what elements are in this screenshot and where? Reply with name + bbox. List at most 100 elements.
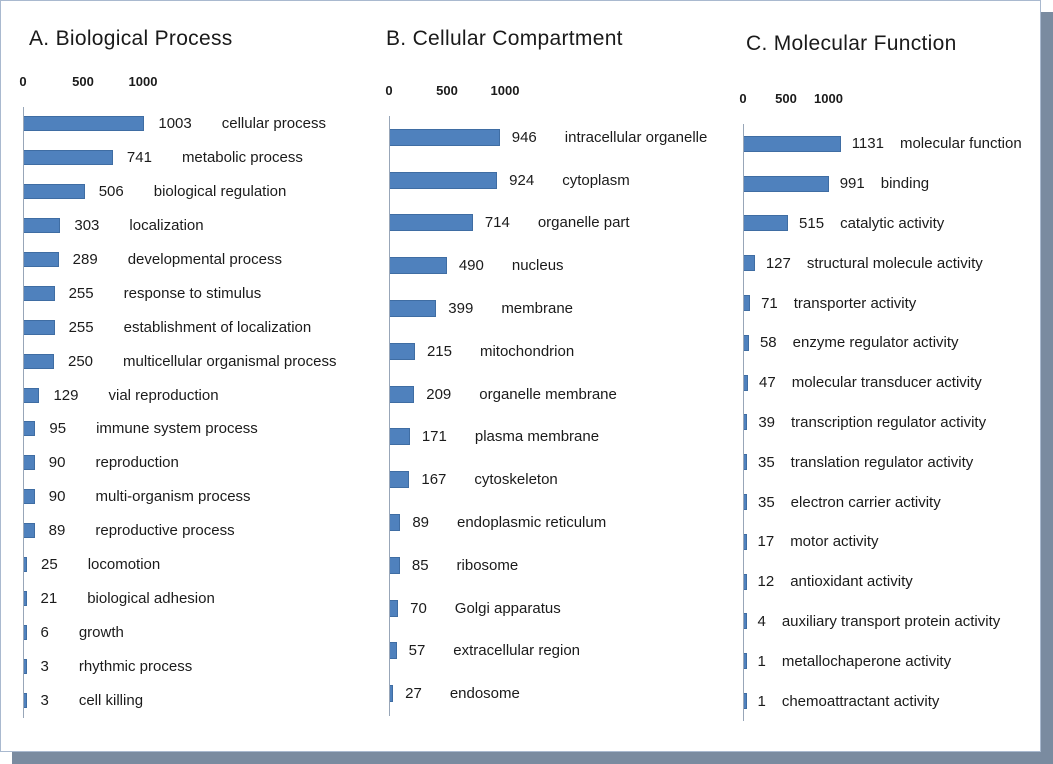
bar-value-label: 6: [40, 623, 49, 641]
bar: [744, 374, 749, 391]
bar: [390, 300, 437, 318]
bar-value-label: 714: [484, 214, 510, 232]
bar: [744, 573, 747, 590]
bar-category-label: multicellular organismal process: [123, 352, 337, 370]
bar-category-label: metallochaperone activity: [781, 652, 952, 670]
axis-tick-label: 0: [385, 83, 393, 98]
bar: [390, 257, 447, 275]
bar-value-label: 3: [40, 657, 49, 675]
bar-value-label: 1131: [851, 135, 884, 153]
bar: [24, 590, 27, 606]
bar: [744, 175, 829, 192]
bar-value-label: 89: [48, 522, 66, 540]
bar-value-label: 12: [757, 573, 775, 591]
bar-value-label: 39: [758, 413, 776, 431]
bar-value-label: 129: [53, 386, 79, 404]
bar-value-label: 90: [48, 488, 66, 506]
bar-row: 39 transcription regulator activity: [744, 403, 1022, 443]
bar-category-label: localization: [129, 217, 204, 235]
bar-category-label: enzyme regulator activity: [792, 334, 959, 352]
bar-category-label: structural molecule activity: [806, 254, 983, 272]
bar-category-label: reproductive process: [95, 522, 235, 540]
bar-value-label: 1: [757, 652, 766, 670]
bar: [744, 533, 747, 550]
bar: [24, 116, 145, 132]
bar-value-label: 57: [408, 642, 426, 660]
bar-category-label: cell killing: [78, 691, 144, 709]
bar: [390, 599, 399, 617]
bar-category-label: growth: [78, 623, 124, 641]
bar-value-label: 946: [511, 128, 537, 146]
bar: [390, 471, 410, 489]
bar: [24, 658, 27, 674]
bar-row: 95 immune system process: [24, 412, 336, 446]
bar-value-label: 21: [40, 589, 58, 607]
bar-category-label: cellular process: [221, 115, 326, 133]
bar-category-label: catalytic activity: [840, 214, 945, 232]
bar: [390, 514, 401, 532]
bar-category-label: organelle part: [537, 214, 630, 232]
bar: [744, 494, 747, 511]
bar-category-label: reproduction: [95, 454, 179, 472]
bar-category-label: biological adhesion: [87, 589, 215, 607]
bar-category-label: nucleus: [511, 257, 564, 275]
bar-category-label: immune system process: [96, 420, 258, 438]
bar-value-label: 1003: [158, 115, 192, 133]
bar-value-label: 127: [765, 254, 791, 272]
bar-value-label: 506: [98, 183, 124, 201]
bar-category-label: molecular transducer activity: [791, 374, 982, 392]
chart-title: B. Cellular Compartment: [386, 27, 623, 50]
bar: [24, 252, 59, 267]
slide-canvas: A. Biological Process 0 500 1000 1003 cel…: [0, 0, 1041, 752]
bar: [390, 214, 473, 232]
axis-tick-label: 500: [72, 74, 94, 89]
bar-category-label: metabolic process: [181, 149, 303, 167]
bar-category-label: membrane: [501, 300, 574, 318]
bar-category-label: vial reproduction: [108, 386, 219, 404]
bar-category-label: electron carrier activity: [790, 493, 941, 511]
chart-title: C. Molecular Function: [746, 32, 957, 55]
bar-category-label: chemoattractant activity: [781, 692, 940, 710]
bar: [744, 653, 747, 670]
bar: [390, 685, 394, 703]
bar-value-label: 255: [68, 318, 94, 336]
bar-value-label: 95: [49, 420, 67, 438]
bar-category-label: intracellular organelle: [564, 128, 708, 146]
bar: [744, 135, 841, 152]
bar-category-label: organelle membrane: [479, 385, 617, 403]
bar-category-label: extracellular region: [453, 642, 581, 660]
bar: [744, 215, 789, 232]
bar-category-label: endosome: [449, 685, 520, 703]
bar: [744, 414, 748, 431]
bar-value-label: 209: [426, 385, 452, 403]
bar: [24, 523, 35, 539]
bar: [24, 285, 55, 301]
bar-row: 1 metallochaperone activity: [744, 641, 1022, 681]
bar-row: 1003 cellular process: [24, 107, 336, 141]
bar: [390, 342, 415, 360]
bar: [24, 692, 27, 708]
bar-category-label: transcription regulator activity: [791, 413, 987, 431]
bar-value-label: 47: [759, 374, 776, 392]
axis-tick-label: 1000: [490, 83, 520, 98]
bar-row: 127 structural molecule activity: [744, 243, 1022, 283]
bar-category-label: auxiliary transport protein activity: [781, 612, 1001, 630]
bar-category-label: Golgi apparatus: [454, 599, 561, 617]
bar-category-label: molecular function: [899, 135, 1022, 153]
chart-title: A. Biological Process: [29, 27, 233, 50]
